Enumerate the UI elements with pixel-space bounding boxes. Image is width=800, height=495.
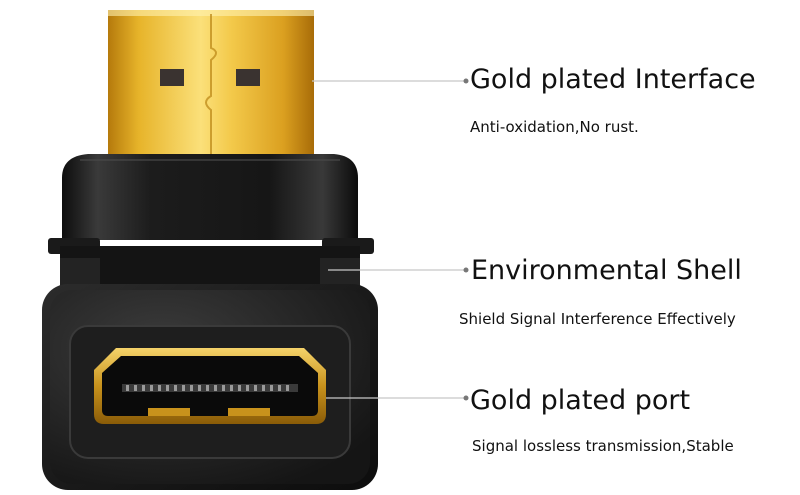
callout-title-shell: Environmental Shell — [471, 255, 742, 286]
shell-collar — [48, 154, 374, 288]
callout-desc-shell: Shield Signal Interference Effectively — [459, 310, 736, 328]
callout-title-port: Gold plated port — [470, 385, 691, 416]
plug-hole-left — [160, 69, 184, 86]
port-pins — [122, 384, 298, 392]
callout-title-interface: Gold plated Interface — [470, 64, 756, 95]
callout-desc-interface: Anti-oxidation,No rust. — [470, 118, 639, 136]
pointer-lines — [312, 78, 469, 401]
gold-port — [94, 348, 326, 424]
plug-hole-right — [236, 69, 260, 86]
callout-desc-port: Signal lossless transmission,Stable — [472, 437, 734, 455]
gold-plug — [108, 10, 314, 160]
